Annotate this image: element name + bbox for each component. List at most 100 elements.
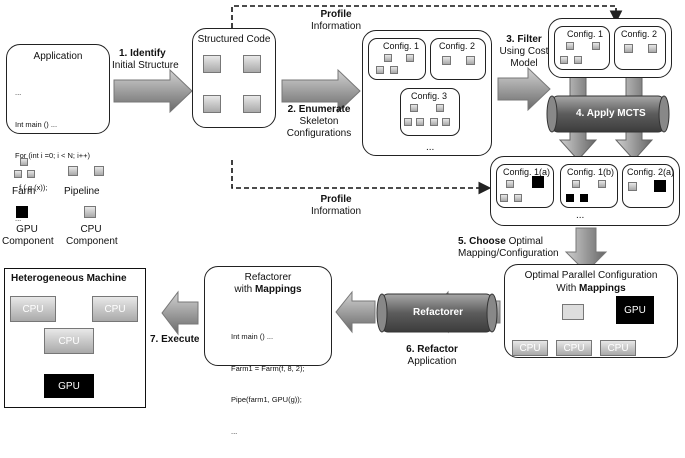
cpu-label: CPU	[22, 304, 44, 315]
root-node-icon	[562, 304, 584, 320]
machine-cpu: CPU	[92, 296, 138, 322]
code-line: ...	[15, 214, 22, 223]
pipeline-legend-icon	[94, 166, 104, 176]
configs-ellipsis: ...	[426, 142, 435, 153]
farm-node-icon	[384, 54, 392, 62]
refactorer-subtitle-pre: with	[234, 284, 255, 295]
node-icon	[203, 55, 221, 73]
step-mcts-label: 4. Apply MCTS	[576, 108, 646, 119]
cpu-label: CPU	[104, 304, 126, 315]
config-label: Config. 1	[383, 41, 420, 51]
farm-legend-icon	[27, 170, 35, 178]
profile-label-top: Profile	[320, 9, 352, 20]
pipe-node-icon	[406, 54, 414, 62]
refactorer-subtitle-bold: Mappings	[254, 284, 302, 295]
farm-node-icon	[572, 180, 580, 188]
refactorer-title: Refactorer	[244, 272, 292, 283]
config-label: Config. 2(a)	[627, 167, 675, 177]
step-identify-number: 1. Identify	[119, 48, 166, 59]
step-filter-text: Using Cost	[499, 46, 549, 57]
farm-node-icon	[436, 104, 444, 112]
machine-cpu: CPU	[44, 328, 94, 354]
cpu-label: CPU	[607, 343, 629, 354]
profile-label-bottom: Profile	[320, 194, 352, 205]
config-card: Config. 1	[554, 26, 610, 70]
gpu-node-icon	[532, 176, 544, 188]
cpu-label: CPU	[519, 343, 541, 354]
step-choose-text: 5. Choose Optimal	[458, 236, 543, 248]
legend-gpu-sub: Component	[2, 236, 54, 247]
cpu-node: CPU	[600, 340, 636, 356]
pipe-node-icon	[648, 44, 657, 53]
code-line: For (int i =0; i < N; i++)	[15, 151, 91, 160]
farm-node-icon	[410, 104, 418, 112]
structured-code-title: Structured Code	[197, 34, 271, 45]
application-code: ... Int main () ... For (int i =0; i < N…	[15, 67, 90, 246]
farm-node-icon	[560, 56, 568, 64]
farm-node-icon	[416, 118, 424, 126]
cpu-node: CPU	[512, 340, 548, 356]
structured-code-box: Structured Code	[192, 28, 276, 128]
pipeline-legend-icon	[68, 166, 78, 176]
gpu-node-icon	[566, 194, 574, 202]
refactorer-mappings-box: Refactorer with Mappings Int main () ...…	[204, 266, 332, 436]
pipe-node-icon	[466, 56, 475, 65]
cpu-node: CPU	[556, 340, 592, 356]
gpu-legend-icon	[16, 206, 28, 218]
config-label: Config. 3	[411, 91, 448, 101]
gpu-node-icon	[580, 194, 588, 202]
step-refactor-number: 6. Refactor	[406, 344, 458, 355]
step-refactor-text: Application	[407, 356, 457, 367]
node-icon	[203, 95, 221, 113]
code-line: Int main () ...	[231, 332, 274, 341]
arrow-enumerate	[281, 68, 361, 114]
application-title: Application	[33, 51, 83, 62]
gpu-label: GPU	[58, 381, 80, 392]
config-card: Config. 2	[614, 26, 666, 70]
pipe-node-icon	[442, 56, 451, 65]
cpu-legend-icon	[84, 206, 96, 218]
config-label: Config. 1(a)	[503, 167, 551, 177]
config-card: Config. 3	[400, 88, 460, 136]
step-execute-label: 7. Execute	[150, 334, 200, 345]
config-label: Config. 2	[621, 29, 658, 39]
step-enumerate-text: Skeleton	[299, 116, 339, 127]
pipe-node-icon	[592, 42, 600, 50]
arrow-execute	[161, 290, 199, 336]
code-line: Pipe(farm1, GPU(g));	[231, 395, 302, 404]
profile-label-bottom-sub: Information	[310, 206, 362, 217]
legend-cpu-sub: Component	[66, 236, 118, 247]
diagram-graphics	[113, 5, 670, 341]
step-choose-number: 5. Choose	[458, 236, 506, 247]
farm-node-icon	[566, 42, 574, 50]
step-enumerate-number: 2. Enumerate	[287, 104, 351, 115]
refactorer-code: Int main () ... Farm1 = Farm(f, 8, 2); P…	[231, 311, 305, 458]
farm-node-icon	[442, 118, 450, 126]
gpu-node-icon	[654, 180, 666, 192]
step-choose-text2: Mapping/Configuration	[458, 248, 559, 259]
optimal-subtitle-bold: Mappings	[579, 283, 626, 294]
gpu-label: GPU	[624, 305, 646, 316]
workflow-diagram: Application ... Int main () ... For (int…	[2, 5, 680, 436]
gpu-node: GPU	[616, 296, 654, 324]
step-choose-word: Optimal	[508, 236, 544, 247]
arrow-filter	[497, 66, 551, 112]
config-label: Config. 1(b)	[567, 167, 615, 177]
machine-gpu: GPU	[44, 374, 94, 398]
optimal-subtitle: With Mappings	[505, 283, 677, 295]
step-filter-number: 3. Filter	[506, 34, 542, 45]
farm-node-icon	[500, 194, 508, 202]
profile-line-bottom	[231, 160, 492, 195]
config-label: Config. 1	[567, 29, 604, 39]
legend-pipeline: Pipeline	[64, 186, 100, 197]
legend-gpu: GPU	[16, 224, 38, 235]
farm-node-icon	[514, 194, 522, 202]
cpu-label: CPU	[563, 343, 585, 354]
config-label: Config. 2	[439, 41, 476, 51]
mcts-ellipsis: ...	[576, 210, 585, 221]
farm-node-icon	[404, 118, 412, 126]
refactorer-label: Refactorer	[412, 307, 464, 318]
node-icon	[243, 95, 261, 113]
farm-node-icon	[376, 66, 384, 74]
pipe-node-icon	[628, 182, 637, 191]
